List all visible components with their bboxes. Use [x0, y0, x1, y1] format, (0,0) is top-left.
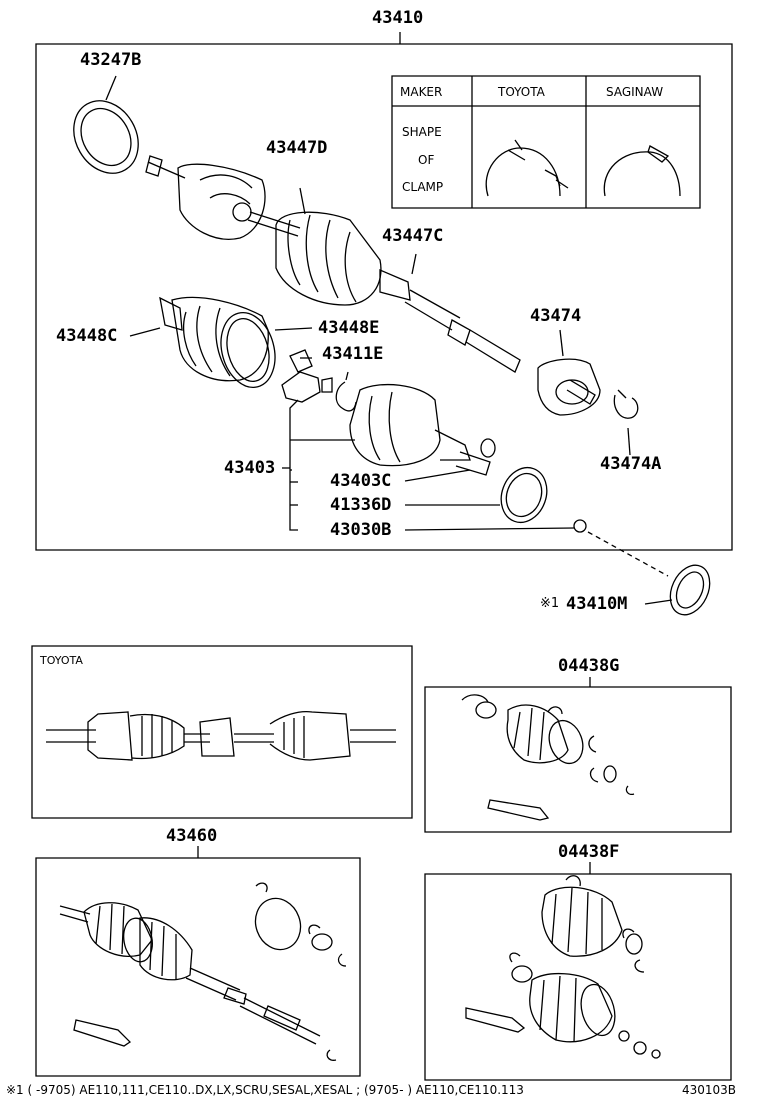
part-number-43460: 43460 — [166, 826, 218, 846]
table-header-saginaw: SAGINAW — [606, 85, 664, 99]
note-mark-1: ※1 — [540, 596, 560, 611]
part-number-43411E: 43411E — [322, 344, 384, 364]
part-number-43410M: 43410M — [566, 594, 628, 614]
table-row-label-clamp: CLAMP — [402, 180, 444, 194]
part-number-43474A: 43474A — [600, 454, 662, 474]
part-number-43403C: 43403C — [330, 471, 392, 491]
part-number-43403: 43403 — [224, 458, 276, 478]
toyota-variant-label: TOYOTA — [40, 654, 83, 667]
part-number-43030B: 43030B — [330, 520, 392, 540]
part-number-41336D: 41336D — [330, 495, 392, 515]
table-row-label-of: OF — [418, 153, 435, 167]
part-number-43247B: 43247B — [80, 50, 142, 70]
table-row-label-shape: SHAPE — [402, 125, 442, 139]
part-number-04438F: 04438F — [558, 842, 620, 862]
part-number-04438G: 04438G — [558, 656, 620, 676]
part-number-43447C: 43447C — [382, 226, 444, 246]
part-number-43410: 43410 — [372, 8, 424, 28]
table-header-maker: MAKER — [400, 85, 443, 99]
part-number-43447D: 43447D — [266, 138, 328, 158]
illustration-code: 430103B — [682, 1083, 737, 1097]
part-number-43448C: 43448C — [56, 326, 118, 346]
part-number-43474: 43474 — [530, 306, 582, 326]
part-number-43448E: 43448E — [318, 318, 380, 338]
applicability-note: ※1 ( -9705) AE110,111,CE110..DX,LX,SCRU,… — [6, 1083, 524, 1097]
table-header-toyota: TOYOTA — [498, 85, 545, 99]
